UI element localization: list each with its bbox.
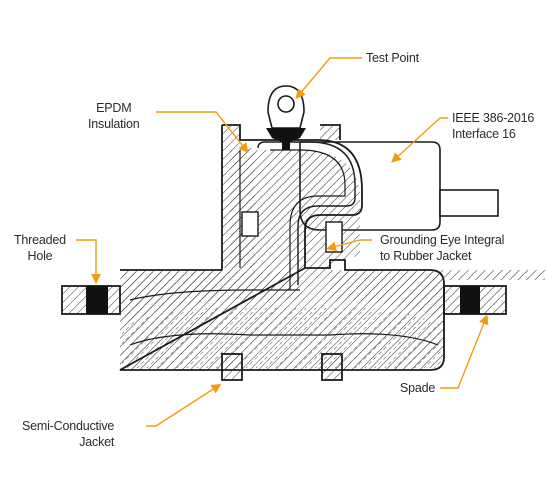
threaded-hole-inserts	[86, 286, 480, 314]
label-grounding-eye: Grounding Eye Integral to Rubber Jacket	[380, 233, 505, 263]
label-threaded-hole: Threaded Hole	[14, 233, 66, 263]
leader-test-point	[295, 57, 362, 100]
leader-semi-conductive-jacket	[146, 383, 222, 427]
label-epdm-insulation: EPDM Insulation	[88, 101, 140, 131]
leader-threaded-hole	[76, 239, 101, 284]
leader-epdm-insulation	[156, 111, 249, 154]
leader-grounding-eye	[326, 239, 372, 252]
epdm-insulation-layer	[129, 141, 439, 346]
leader-lines	[76, 57, 489, 427]
label-test-point: Test Point	[366, 51, 419, 65]
label-spade: Spade	[400, 381, 436, 395]
leader-spade	[440, 314, 489, 389]
label-ieee-interface: IEEE 386-2016 Interface 16	[452, 111, 535, 141]
label-semi-conductive-jacket: Semi-Conductive Jacket	[22, 419, 115, 449]
leader-ieee-interface	[391, 117, 448, 163]
test-point-cap	[266, 85, 306, 150]
